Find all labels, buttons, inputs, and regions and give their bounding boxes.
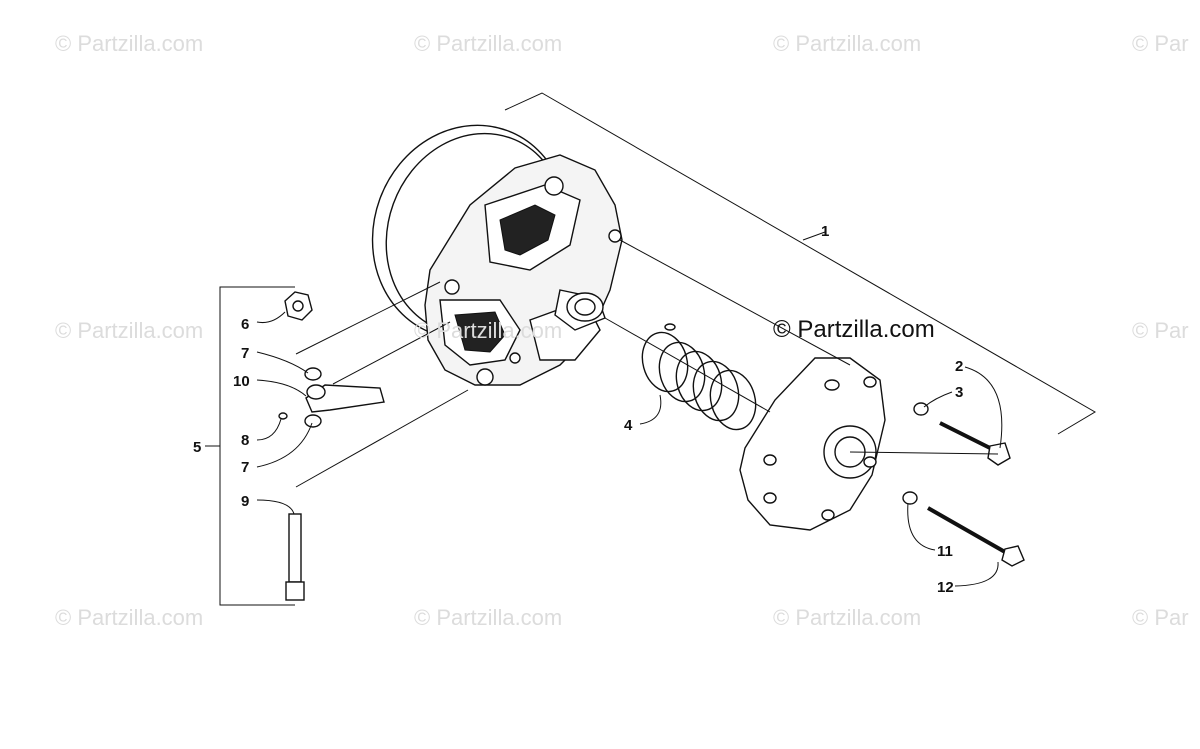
- leader-lines: [256, 231, 1003, 587]
- callout-8: 8: [241, 432, 249, 449]
- watermark: © Partzilla.com: [414, 605, 563, 630]
- washer-7-lower: [304, 414, 322, 428]
- callout-7-lower: 7: [241, 459, 249, 476]
- watermark-prominent: © Partzilla.com: [773, 316, 935, 343]
- bolt-2: [913, 402, 1011, 466]
- callout-4: 4: [624, 417, 633, 434]
- callout-10: 10: [233, 373, 250, 390]
- clutch-cover: [739, 357, 886, 531]
- watermark-partial: © Par: [1132, 318, 1189, 343]
- callout-3: 3: [955, 384, 963, 401]
- washer-7-upper: [304, 367, 322, 381]
- pin-8: [278, 412, 288, 420]
- nut-6: [284, 291, 313, 321]
- watermark: © Partzilla.com: [55, 605, 204, 630]
- bolt-12: [902, 491, 1025, 567]
- clutch-sheave: [371, 124, 623, 386]
- pin-9: [285, 513, 305, 601]
- watermark-partial: © Par: [1132, 31, 1189, 56]
- callout-5: 5: [193, 439, 201, 456]
- watermark-partial: © Par: [1132, 605, 1189, 630]
- callout-9: 9: [241, 493, 249, 510]
- watermark: © Partzilla.com: [773, 605, 922, 630]
- callout-6: 6: [241, 316, 249, 333]
- callout-1: 1: [821, 223, 829, 240]
- callout-7-upper: 7: [241, 345, 249, 362]
- explode-lines: [295, 239, 999, 488]
- callout-labels: 1 2 3 4 5 6 7 7 8 9 10 11 12: [193, 223, 963, 596]
- callout-2: 2: [955, 358, 963, 375]
- assembly-bracket-1: [504, 92, 1096, 435]
- kit-bracket-5: [205, 286, 295, 606]
- spring: [641, 323, 757, 431]
- watermark: © Partzilla.com: [414, 31, 563, 56]
- callout-12: 12: [937, 579, 954, 596]
- watermark: © Partzilla.com: [55, 31, 204, 56]
- callout-11: 11: [937, 543, 953, 560]
- watermark: © Partzilla.com: [55, 318, 204, 343]
- watermark: © Partzilla.com: [414, 318, 563, 343]
- roller-arm-10: [305, 384, 385, 413]
- watermark: © Partzilla.com: [773, 31, 922, 56]
